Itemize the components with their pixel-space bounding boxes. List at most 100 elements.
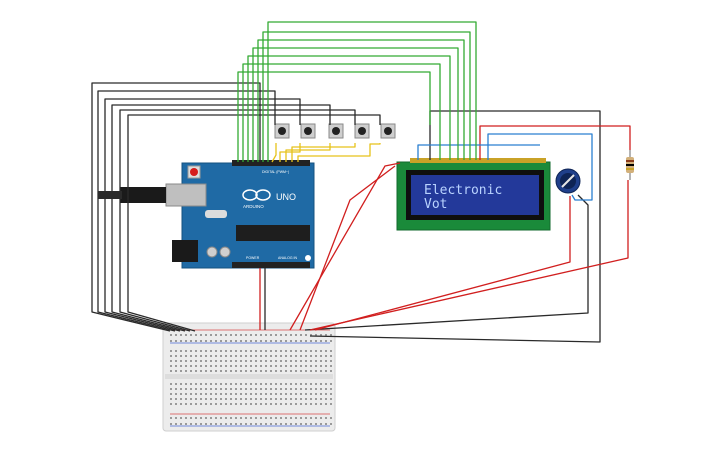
breadboard-hole [315,393,317,395]
potentiometer[interactable] [555,168,581,194]
push-button-5[interactable] [380,123,396,139]
breadboard-hole [200,398,202,400]
breadboard-hole [310,383,312,385]
breadboard-hole [325,388,327,390]
breadboard-hole [190,398,192,400]
breadboard-hole [305,340,307,342]
push-button-1[interactable] [274,123,290,139]
breadboard-hole [305,383,307,385]
breadboard-hole [190,360,192,362]
breadboard-hole [215,334,217,336]
breadboard-hole [205,355,207,357]
breadboard-hole [195,350,197,352]
arduino-uno-board[interactable]: UNO ARDUINO DIGITAL (PWM~) POWER ANALOG … [165,160,315,269]
breadboard-hole [260,417,262,419]
breadboard-hole [190,383,192,385]
breadboard-hole [205,393,207,395]
breadboard-hole [185,403,187,405]
breadboard-hole [305,355,307,357]
breadboard-hole [290,403,292,405]
breadboard-hole [170,388,172,390]
breadboard-hole [300,334,302,336]
breadboard-hole [245,350,247,352]
breadboard-hole [185,365,187,367]
lcd-module[interactable]: Electronic Vot [396,158,551,231]
breadboard-hole [325,350,327,352]
breadboard-hole [190,417,192,419]
breadboard-hole [220,340,222,342]
breadboard-hole [315,355,317,357]
lcd-pin-header [410,158,546,163]
push-buttons [274,123,396,139]
breadboard-hole [230,340,232,342]
breadboard-hole [295,423,297,425]
breadboard-hole [285,365,287,367]
breadboard-hole [205,340,207,342]
breadboard-hole [305,398,307,400]
breadboard-hole [315,334,317,336]
breadboard-hole [260,403,262,405]
breadboard-hole [225,340,227,342]
breadboard-hole [255,393,257,395]
breadboard-hole [180,370,182,372]
breadboard-hole [285,417,287,419]
breadboard-hole [320,393,322,395]
breadboard-hole [240,383,242,385]
breadboard-hole [265,423,267,425]
breadboard-hole [265,393,267,395]
breadboard-hole [185,334,187,336]
breadboard-hole [300,360,302,362]
breadboard-hole [330,365,332,367]
breadboard-hole [285,423,287,425]
push-button-4[interactable] [354,123,370,139]
wire-yellow [271,143,277,163]
breadboard-hole [315,350,317,352]
breadboard-hole [295,383,297,385]
breadboard-hole [310,350,312,352]
breadboard-hole [310,360,312,362]
breadboard-hole [225,350,227,352]
breadboard-hole [250,360,252,362]
breadboard-hole [195,365,197,367]
breadboard-hole [260,365,262,367]
breadboard-hole [175,360,177,362]
breadboard-hole [240,423,242,425]
breadboard-hole [225,398,227,400]
breadboard-hole [225,334,227,336]
power-header-label: POWER [246,256,260,260]
breadboard-hole [275,393,277,395]
breadboard-hole [195,388,197,390]
breadboard-hole [195,360,197,362]
breadboard-hole [250,383,252,385]
breadboard-hole [185,388,187,390]
breadboard-hole [230,383,232,385]
reset-button[interactable] [190,168,198,176]
breadboard-hole [260,370,262,372]
breadboard-hole [325,417,327,419]
push-button-3[interactable] [328,123,344,139]
breadboard-hole [210,370,212,372]
breadboard-hole [325,334,327,336]
breadboard-hole [245,398,247,400]
breadboard-hole [305,417,307,419]
push-button-2[interactable] [300,123,316,139]
breadboard-hole [310,398,312,400]
analog-header-label: ANALOG IN [278,256,298,260]
breadboard-hole [205,398,207,400]
breadboard-hole [235,393,237,395]
breadboard-hole [320,388,322,390]
breadboard-hole [300,423,302,425]
breadboard-hole [280,398,282,400]
breadboard-hole [255,355,257,357]
breadboard-hole [210,423,212,425]
breadboard-hole [305,334,307,336]
breadboard-hole [175,370,177,372]
breadboard-hole [220,403,222,405]
breadboard-hole [175,340,177,342]
breadboard-hole [210,383,212,385]
breadboard-hole [300,383,302,385]
breadboard-hole [195,383,197,385]
breadboard[interactable] [162,322,336,432]
breadboard-hole [250,370,252,372]
breadboard-hole [210,340,212,342]
